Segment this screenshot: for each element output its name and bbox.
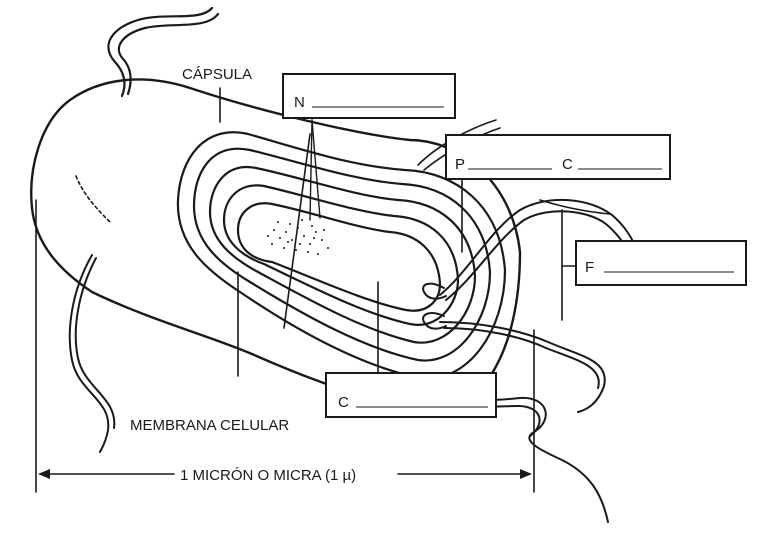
- answer-box-flagellum-letter: F: [585, 259, 594, 276]
- answer-box-cytoplasm[interactable]: C: [325, 372, 497, 418]
- scale-label: 1 MICRÓN O MICRA (1 µ): [180, 467, 356, 484]
- capsule-label: CÁPSULA: [182, 66, 252, 83]
- answer-box-pili-letter-2: C: [562, 156, 573, 173]
- leader-lines: [219, 87, 579, 385]
- answer-box-cytoplasm-letter: C: [338, 394, 349, 411]
- answer-box-nucleoid[interactable]: N: [282, 73, 456, 119]
- answer-box-flagellum[interactable]: F: [575, 240, 747, 286]
- answer-box-nucleoid-letter: N: [294, 94, 305, 111]
- answer-box-pili[interactable]: P C: [445, 134, 671, 180]
- left-flagellum: [68, 254, 116, 453]
- capsule-outer: [30, 78, 522, 414]
- scale-bar: [35, 199, 535, 493]
- top-left-flagellum: [107, 6, 220, 98]
- answer-box-pili-letter-1: P: [455, 156, 465, 173]
- right-flagellum: [439, 198, 639, 413]
- flagellum-basal-bodies: [422, 282, 447, 330]
- nucleoid-dots: [267, 219, 329, 255]
- cell-membrane-label: MEMBRANA CELULAR: [130, 417, 289, 434]
